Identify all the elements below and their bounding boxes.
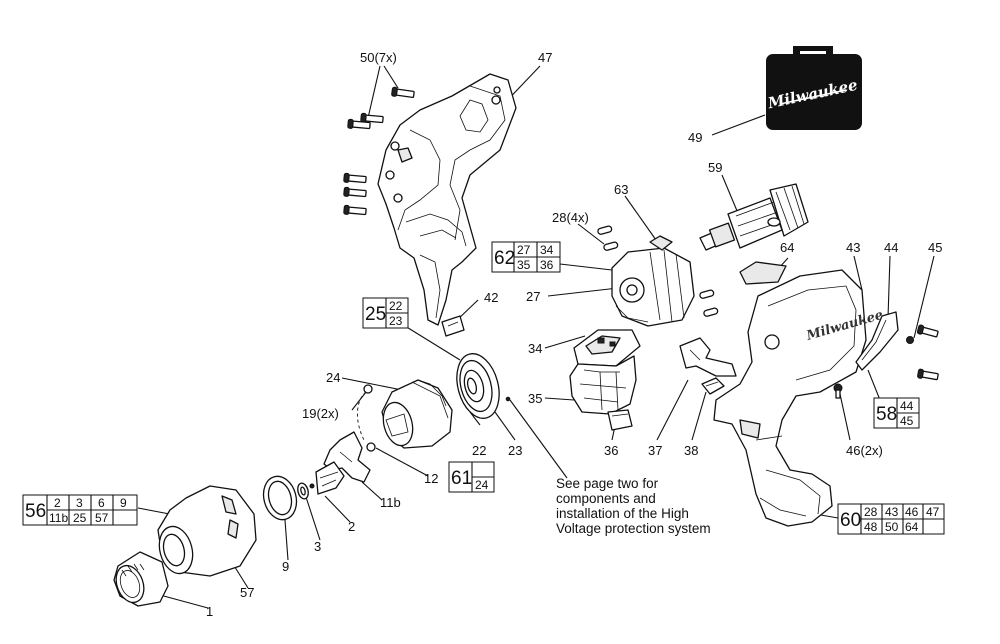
kit-60-item: 28: [864, 505, 878, 519]
callout-1: 1: [206, 604, 213, 619]
housing-half-47: [377, 73, 517, 326]
kit-25-id: 25: [365, 304, 386, 325]
kit-61-item: 24: [475, 478, 489, 492]
callout-63: 63: [614, 182, 628, 197]
callout-44: 44: [884, 240, 898, 255]
callout-43: 43: [846, 240, 860, 255]
kit-25-item: 22: [389, 299, 403, 313]
housing-half-43: Milwaukee: [713, 269, 885, 527]
kit-58-id: 58: [876, 404, 897, 425]
callout-34: 34: [528, 341, 542, 356]
callout-23: 23: [508, 443, 522, 458]
callout-46: 46(2x): [846, 443, 883, 458]
callout-38: 38: [684, 443, 698, 458]
o-ring-9: [262, 475, 298, 521]
callout-59: 59: [708, 160, 722, 175]
anvil-22: [456, 353, 500, 419]
kit-60-item: 64: [905, 520, 919, 534]
screws-45: [906, 324, 939, 381]
callout-11b: 11b: [380, 495, 401, 510]
callout-19: 19(2x): [302, 406, 339, 421]
kit-62-id: 62: [494, 248, 515, 269]
kit-56-item: 57: [95, 511, 109, 525]
motor-stator-27: [611, 235, 695, 327]
callout-47: 47: [538, 50, 552, 65]
callout-35: 35: [528, 391, 542, 406]
kit-60-item: 50: [885, 520, 899, 534]
callout-22: 22: [472, 443, 486, 458]
note-line-3: installation of the High: [556, 506, 689, 521]
trigger-37: [679, 337, 737, 377]
kit-56-id: 56: [25, 501, 46, 522]
callout-28: 28(4x): [552, 210, 589, 225]
kit-58-item: 44: [900, 399, 914, 413]
kit-60-item: 43: [885, 505, 899, 519]
note-line-4: Voltage protection system: [556, 521, 711, 536]
kit-25: 25 22 23: [362, 297, 409, 329]
kit-61: 61 24: [448, 461, 495, 493]
callout-numbers: 50(7x) 47 49 59 63 28(4x) 27 64 43 44 45…: [206, 50, 942, 619]
kit-56-item: 2: [54, 496, 61, 510]
motor-rotor-59: [699, 183, 809, 251]
callout-57: 57: [240, 585, 254, 600]
callout-49: 49: [688, 130, 702, 145]
screws-50: [343, 86, 415, 216]
gear-case-24: [357, 379, 453, 449]
washer-23: [505, 396, 511, 402]
callout-9: 9: [282, 559, 289, 574]
callout-36: 36: [604, 443, 618, 458]
control-module-34-35-36: [569, 329, 641, 431]
callout-37: 37: [648, 443, 662, 458]
washer-3: [297, 482, 315, 500]
label-64: [739, 261, 787, 285]
kit-60-item: 47: [926, 505, 940, 519]
hammer-11b: [323, 431, 371, 483]
switch-38: [701, 377, 725, 395]
kit-58-item: 45: [900, 414, 914, 428]
kit-60-item: 48: [864, 520, 878, 534]
kit-62-item: 35: [517, 258, 531, 272]
pins-28: [597, 225, 719, 317]
kit-62: 62 27 34 35 36: [491, 241, 561, 273]
kit-62-item: 27: [517, 243, 531, 257]
spindle-2: [315, 461, 345, 495]
high-voltage-note: See page two for components and installa…: [556, 476, 711, 536]
kit-25-item: 23: [389, 314, 403, 328]
note-line-2: components and: [556, 491, 656, 506]
callout-50: 50(7x): [360, 50, 397, 65]
carrying-case-49: Milwaukee: [765, 46, 862, 130]
front-housing-57: [157, 485, 257, 577]
kit-56-item: 6: [98, 496, 105, 510]
kit-56-item: 25: [73, 511, 87, 525]
nose-boot-1: [113, 551, 169, 607]
bracket-42: [441, 315, 465, 337]
kit-56-item: 9: [120, 496, 127, 510]
belt-clip-44: [855, 311, 899, 371]
screws-46: [833, 383, 843, 399]
kit-56-item: 11b: [49, 511, 68, 525]
balls-19: [363, 384, 376, 452]
callout-64: 64: [780, 240, 794, 255]
kit-61-id: 61: [451, 468, 472, 489]
callout-42: 42: [484, 290, 498, 305]
kit-56: 56 2 3 6 9 11b 25 57: [22, 494, 138, 526]
kit-62-item: 36: [540, 258, 554, 272]
callout-27: 27: [526, 289, 540, 304]
callout-12: 12: [424, 471, 438, 486]
callout-45: 45: [928, 240, 942, 255]
kit-60-item: 46: [905, 505, 919, 519]
callout-3: 3: [314, 539, 321, 554]
kit-62-item: 34: [540, 243, 554, 257]
kit-60-id: 60: [840, 510, 861, 531]
kit-60: 60 28 43 46 47 48 50 64: [837, 503, 945, 535]
kit-58: 58 44 45: [873, 397, 920, 429]
callout-2: 2: [348, 519, 355, 534]
kit-56-item: 3: [76, 496, 83, 510]
callout-24: 24: [326, 370, 340, 385]
note-line-1: See page two for: [556, 476, 659, 491]
